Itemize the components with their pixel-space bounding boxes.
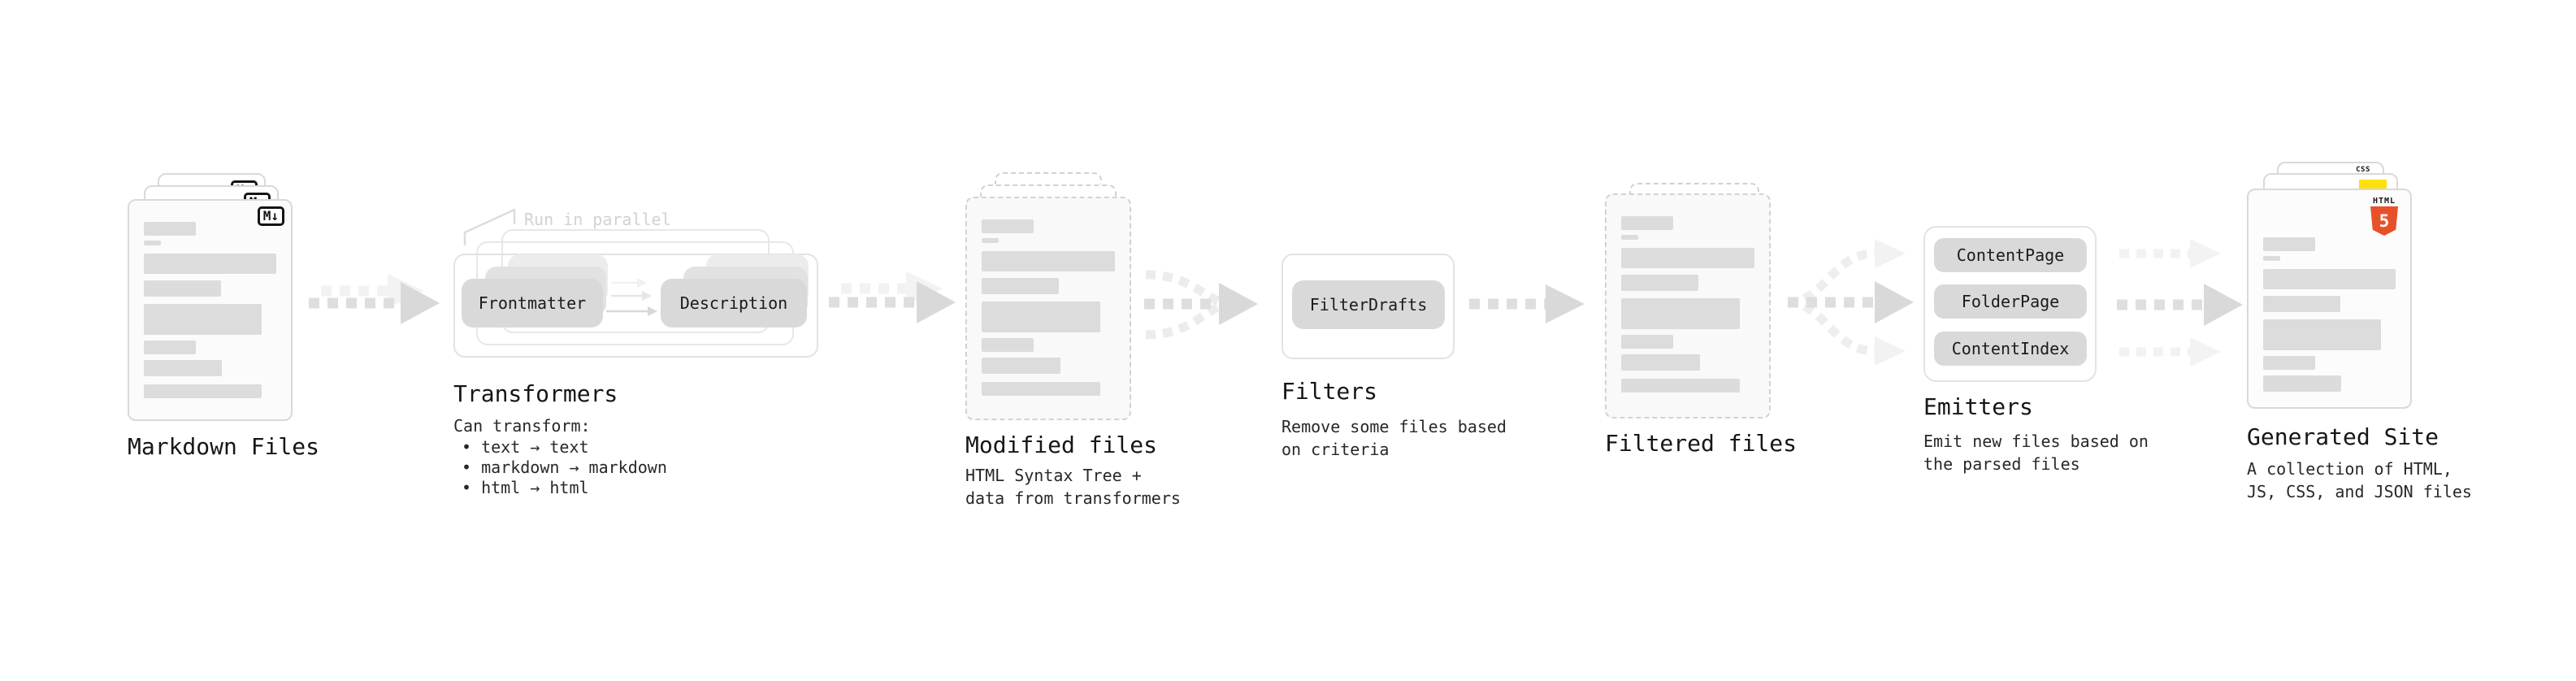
text-line-bar	[1621, 298, 1740, 329]
text-line-bar	[144, 254, 276, 274]
list-item: text → text	[462, 437, 667, 458]
text-line-bar	[982, 301, 1100, 332]
markdown-files-label: Markdown Files	[128, 433, 320, 460]
text-line-bar	[982, 238, 1000, 243]
emitters-description: Emit new files based on the parsed files	[1923, 432, 2149, 474]
text-line-bar	[144, 360, 223, 376]
html5-icon: HTML 5	[2366, 197, 2402, 236]
doc-text-placeholder	[1621, 216, 1754, 393]
text-line-bar	[1621, 335, 1673, 349]
flow-arrow-emitters-to-generated	[2117, 239, 2243, 367]
emitters-label: Emitters	[1923, 393, 2033, 420]
html5-badge-number: 5	[2379, 210, 2390, 231]
folderpage-pill: FolderPage	[1934, 284, 2087, 319]
doc-text-placeholder	[982, 219, 1115, 396]
text-line-bar	[982, 358, 1060, 374]
transformers-capability-list: text → text markdown → markdown html → h…	[462, 437, 667, 498]
text-line-bar	[982, 338, 1034, 352]
transformer-inner-arrows	[606, 278, 657, 316]
run-in-parallel-note: Run in parallel	[524, 210, 671, 229]
text-line-bar	[2263, 319, 2382, 350]
transformers-description: Can transform:	[453, 416, 591, 436]
doc-text-placeholder	[144, 222, 276, 398]
text-line-bar	[144, 280, 221, 297]
run-in-parallel-leader-line	[463, 208, 516, 245]
generated-site-label: Generated Site	[2247, 423, 2439, 450]
filtered-file-card	[1605, 193, 1771, 419]
transformer-frame	[453, 254, 818, 358]
modified-file-card	[965, 197, 1131, 420]
doc-text-placeholder	[2263, 237, 2396, 400]
text-line-bar	[1621, 354, 1700, 371]
contentindex-pill: ContentIndex	[1934, 332, 2087, 366]
filters-description: Remove some files based on criteria	[1281, 417, 1507, 459]
text-line-bar	[982, 219, 1034, 233]
text-line-bar	[1621, 275, 1699, 291]
modified-files-label: Modified files	[965, 432, 1158, 458]
text-line-bar	[144, 304, 262, 335]
text-line-bar	[982, 278, 1060, 294]
html5-badge-text: HTML	[2372, 197, 2396, 206]
list-item: html → html	[462, 478, 667, 498]
css-badge-text: CSS	[2356, 166, 2370, 174]
text-line-bar	[144, 222, 196, 236]
flow-arrow-markdown-to-transformers	[309, 274, 440, 324]
filterdrafts-pill: FilterDrafts	[1292, 280, 1445, 329]
text-line-bar	[1621, 235, 1639, 240]
flow-arrow-filters-to-filtered	[1469, 284, 1585, 323]
frontmatter-pill: Frontmatter	[462, 279, 603, 327]
text-line-bar	[144, 340, 196, 354]
generated-site-description: A collection of HTML, JS, CSS, and JSON …	[2247, 459, 2472, 501]
text-line-bar	[1621, 248, 1754, 268]
flow-arrow-transformers-to-modified	[829, 271, 956, 323]
text-line-bar	[2263, 237, 2315, 251]
modified-files-description: HTML Syntax Tree + data from transformer…	[965, 466, 1181, 508]
transformers-label: Transformers	[453, 380, 618, 407]
text-line-bar	[982, 251, 1115, 271]
contentpage-pill: ContentPage	[1934, 238, 2087, 272]
generated-html-file-card: HTML 5	[2247, 189, 2412, 409]
text-line-bar	[144, 241, 162, 245]
filtered-files-label: Filtered files	[1605, 430, 1798, 457]
html5-shield: 5	[2370, 206, 2398, 236]
text-line-bar	[2263, 356, 2315, 370]
description-pill: Description	[661, 279, 807, 327]
text-line-bar	[2263, 256, 2281, 261]
flow-arrow-modified-to-filters	[1144, 270, 1258, 340]
text-line-bar	[1621, 379, 1740, 393]
list-item: markdown → markdown	[462, 458, 667, 478]
filters-label: Filters	[1281, 378, 1378, 405]
markdown-icon: M↓	[257, 206, 284, 227]
text-line-bar	[2263, 296, 2340, 312]
markdown-file-card: M↓	[128, 199, 293, 421]
flow-arrow-filtered-to-emitters	[1787, 239, 1914, 366]
text-line-bar	[144, 384, 262, 398]
text-line-bar	[1621, 216, 1673, 230]
text-line-bar	[2263, 269, 2396, 289]
text-line-bar	[982, 382, 1100, 396]
text-line-bar	[2263, 375, 2342, 392]
